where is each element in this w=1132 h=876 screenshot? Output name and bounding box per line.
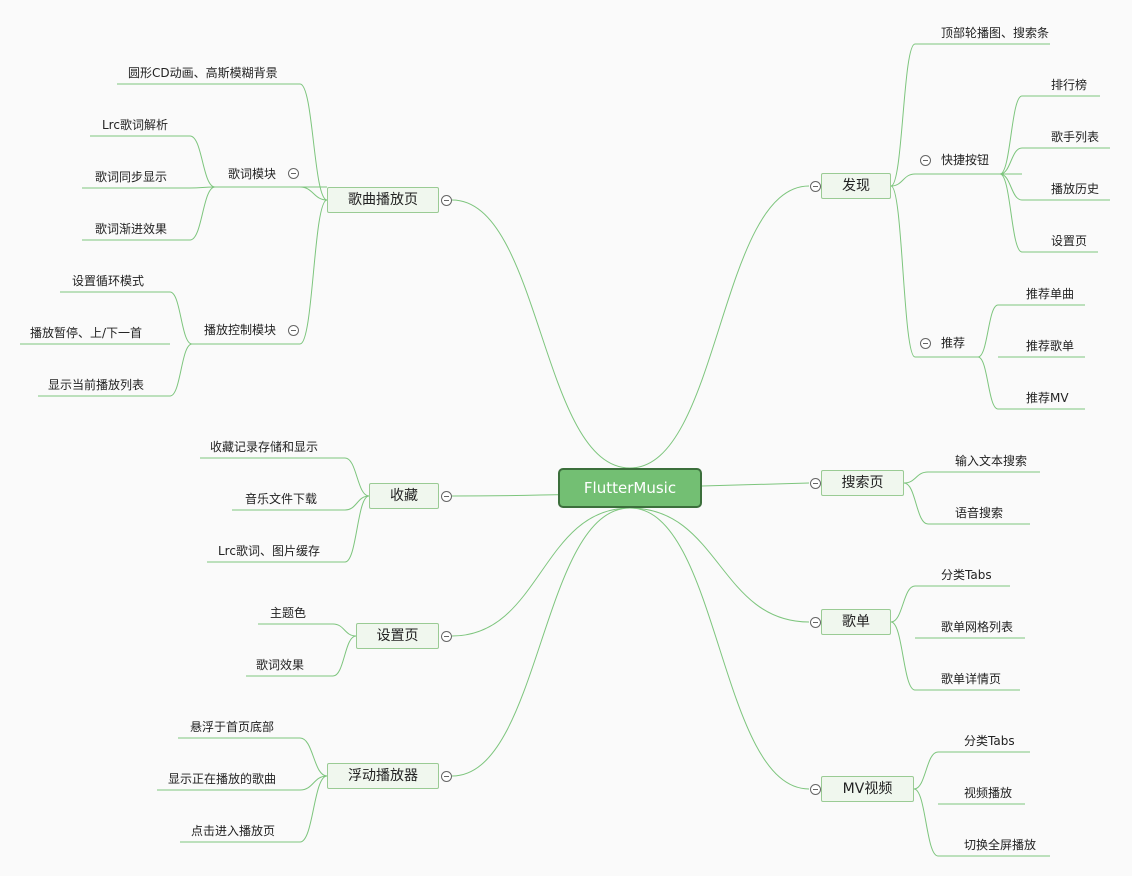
connector-line	[999, 173, 1023, 201]
connector-line	[344, 495, 370, 563]
leaf-rec-playlists[interactable]: 推荐歌单	[1026, 339, 1075, 353]
leaf-text-search[interactable]: 输入文本搜索	[955, 454, 1028, 468]
connector-line	[451, 507, 631, 777]
connector-line	[344, 457, 370, 497]
connector-line	[913, 751, 939, 790]
leaf-float-bottom[interactable]: 悬浮于首页底部	[190, 720, 275, 734]
leaf-play-history[interactable]: 播放历史	[1051, 182, 1100, 196]
connector-line	[189, 186, 216, 241]
leaf-fav-storage[interactable]: 收藏记录存储和显示	[210, 440, 319, 454]
leaf-banner-search[interactable]: 顶部轮播图、搜索条	[941, 26, 1050, 40]
connector-line	[189, 135, 216, 188]
branch-favorites[interactable]: 收藏	[369, 483, 439, 509]
connector-line	[701, 482, 810, 487]
leaf-current-playlist[interactable]: 显示当前播放列表	[48, 378, 145, 392]
branch-song-player[interactable]: 歌曲播放页	[327, 187, 439, 213]
leaf-lrc-cache[interactable]: Lrc歌词、图片缓存	[218, 544, 320, 558]
connector-line	[299, 83, 328, 201]
collapse-toggle-icon[interactable]	[809, 477, 821, 489]
leaf-loop-mode[interactable]: 设置循环模式	[72, 274, 145, 288]
leaf-pl-tabs[interactable]: 分类Tabs	[941, 568, 992, 582]
branch-search[interactable]: 搜索页	[821, 470, 904, 496]
leaf-theme-color[interactable]: 主题色	[270, 606, 307, 620]
leaf-show-playing[interactable]: 显示正在播放的歌曲	[168, 772, 277, 786]
leaf-pl-grid[interactable]: 歌单网格列表	[941, 620, 1014, 634]
connector-line	[332, 635, 357, 677]
connector-line	[890, 185, 916, 358]
leaf-lyrics-effect[interactable]: 歌词效果	[256, 658, 305, 672]
connector-line	[299, 737, 328, 777]
connector-line	[332, 623, 357, 637]
leaf-mv-play[interactable]: 视频播放	[964, 786, 1013, 800]
collapse-toggle-icon[interactable]	[809, 783, 821, 795]
connector-line	[451, 199, 631, 469]
connector-line	[299, 775, 328, 843]
collapse-toggle-icon[interactable]	[919, 154, 931, 166]
leaf-lrc-parse[interactable]: Lrc歌词解析	[102, 118, 168, 132]
connector-line	[977, 304, 999, 358]
sub-lyrics-module[interactable]: 歌词模块	[228, 167, 277, 181]
connector-line	[629, 507, 810, 790]
leaf-lyrics-sync[interactable]: 歌词同步显示	[95, 170, 168, 184]
root-node[interactable]: FlutterMusic	[558, 468, 702, 508]
collapse-toggle-icon[interactable]	[919, 337, 931, 349]
connector-line	[890, 621, 916, 691]
collapse-toggle-icon[interactable]	[440, 194, 452, 206]
leaf-mv-tabs[interactable]: 分类Tabs	[964, 734, 1015, 748]
connector-line	[344, 495, 370, 511]
connector-line	[913, 788, 939, 857]
collapse-toggle-icon[interactable]	[440, 630, 452, 642]
leaf-settings-page[interactable]: 设置页	[1051, 234, 1088, 248]
leaf-pl-detail[interactable]: 歌单详情页	[941, 672, 1002, 686]
connector-line	[169, 291, 193, 345]
connector-line	[999, 173, 1023, 253]
branch-settings[interactable]: 设置页	[356, 623, 439, 649]
sub-playback-control[interactable]: 播放控制模块	[204, 323, 277, 337]
leaf-voice-search[interactable]: 语音搜索	[955, 506, 1004, 520]
leaf-cd-animation[interactable]: 圆形CD动画、高斯模糊背景	[128, 66, 278, 80]
connector-line	[629, 507, 810, 623]
connector-line	[890, 585, 916, 623]
sub-quick-buttons[interactable]: 快捷按钮	[941, 153, 990, 167]
leaf-rec-songs[interactable]: 推荐单曲	[1026, 287, 1075, 301]
connector-line	[189, 186, 216, 189]
connector-line	[890, 43, 916, 187]
leaf-enter-player[interactable]: 点击进入播放页	[191, 824, 276, 838]
collapse-toggle-icon[interactable]	[287, 324, 299, 336]
connector-line	[999, 147, 1023, 175]
connector-line	[903, 471, 929, 484]
connector-line	[977, 356, 999, 410]
branch-mv[interactable]: MV视频	[821, 776, 914, 802]
leaf-music-download[interactable]: 音乐文件下载	[245, 492, 318, 506]
leaf-lyrics-fade[interactable]: 歌词渐进效果	[95, 222, 168, 236]
connector-line	[451, 507, 631, 637]
connector-line	[903, 482, 929, 525]
connector-line	[299, 186, 328, 201]
connector-line	[169, 343, 193, 397]
branch-discover[interactable]: 发现	[821, 173, 891, 199]
leaf-rec-mv[interactable]: 推荐MV	[1026, 391, 1069, 405]
connector-line	[890, 173, 916, 187]
leaf-singer-list[interactable]: 歌手列表	[1051, 130, 1100, 144]
leaf-fullscreen[interactable]: 切换全屏播放	[964, 838, 1037, 852]
leaf-rank[interactable]: 排行榜	[1051, 78, 1088, 92]
sub-recommend[interactable]: 推荐	[941, 336, 966, 350]
collapse-toggle-icon[interactable]	[809, 180, 821, 192]
branch-floating-player[interactable]: 浮动播放器	[327, 763, 439, 789]
connector-line	[299, 775, 328, 791]
collapse-toggle-icon[interactable]	[809, 616, 821, 628]
connector-line	[629, 185, 810, 469]
collapse-toggle-icon[interactable]	[440, 770, 452, 782]
collapse-toggle-icon[interactable]	[287, 167, 299, 179]
connector-line	[999, 95, 1023, 175]
branch-playlists[interactable]: 歌单	[821, 609, 891, 635]
connector-line	[299, 199, 328, 345]
leaf-play-pause[interactable]: 播放暂停、上/下一首	[30, 326, 143, 340]
collapse-toggle-icon[interactable]	[440, 490, 452, 502]
